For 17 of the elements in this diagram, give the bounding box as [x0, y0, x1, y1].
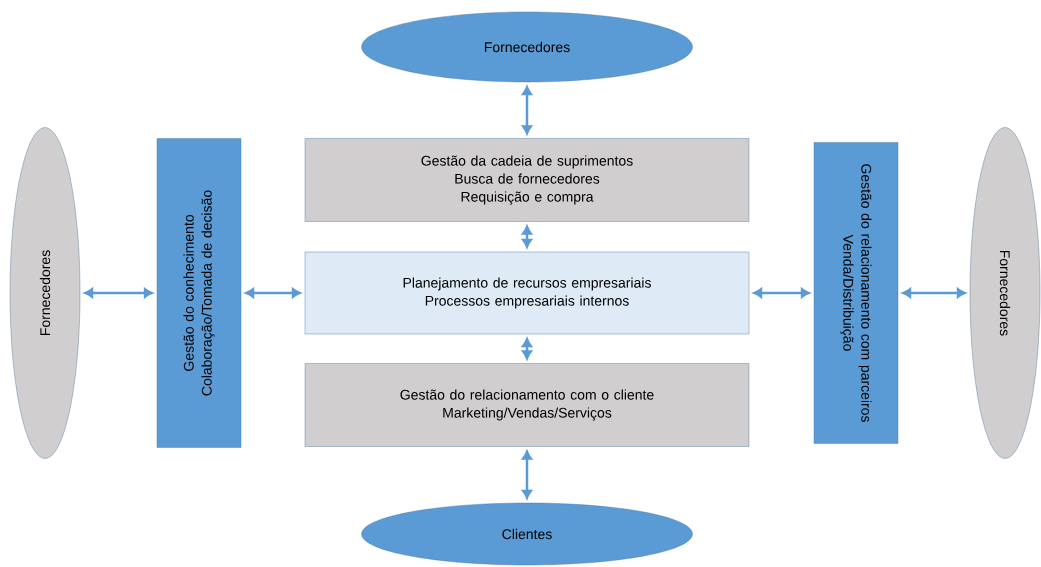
arrow [84, 287, 153, 299]
arrow [902, 287, 966, 299]
arrow [753, 287, 810, 299]
process-box: Gestão do relacionamento com o cliente Marketing/Vendas/Serviços [304, 363, 750, 447]
oval-node: Fornecedores [9, 127, 81, 459]
arrow [245, 287, 301, 299]
oval-node: Clientes [361, 502, 693, 566]
arrow [521, 338, 533, 360]
process-box: Gestão da cadeia de suprimentos Busca de fornecedores Requisição e compra [304, 138, 750, 222]
oval-node: Fornecedores [969, 127, 1041, 459]
arrow [521, 225, 533, 248]
process-box: Gestão do relacionamento com parceiros Venda/Distribuição [813, 142, 899, 444]
oval-node: Fornecedores [361, 11, 693, 83]
process-box: Planejamento de recursos empresariais Processos empresariais internos [304, 251, 750, 335]
arrow [521, 86, 533, 135]
process-box: Gestão do conhecimento Colaboração/Tomada de decisão [156, 138, 242, 448]
arrow [521, 450, 533, 499]
